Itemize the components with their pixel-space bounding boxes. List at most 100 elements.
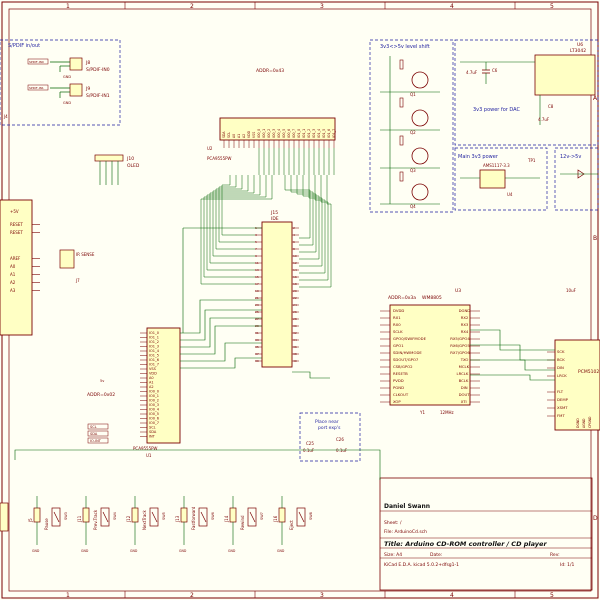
spdif-in0-label-box bbox=[27, 58, 49, 65]
frame-col-label: 1 bbox=[66, 3, 70, 10]
u5-pin-label: BCK bbox=[557, 357, 565, 362]
u3-pin-label: RESETB bbox=[393, 371, 408, 376]
ide-bus-wire bbox=[215, 175, 255, 250]
u3-pin-label: DVDD bbox=[393, 308, 404, 313]
ide-bus-wire bbox=[200, 175, 273, 285]
button-connector bbox=[33, 507, 41, 523]
button-connector-ref: J11 bbox=[77, 515, 82, 523]
button-label: Rewind bbox=[240, 515, 245, 530]
ide-bus-wire bbox=[221, 175, 255, 236]
y1-value: 12MHz bbox=[440, 410, 454, 415]
u2-pin-label: IO1_2 bbox=[307, 129, 311, 138]
u3-pin-label: LRCLK bbox=[457, 371, 469, 376]
gnd-label: GND bbox=[63, 75, 71, 79]
ide-bus-wire bbox=[299, 175, 320, 260]
u1-pin-label: IO0_6 bbox=[149, 417, 159, 421]
u2-pin-label: IO0_3 bbox=[272, 129, 276, 138]
u1-pin-label: A2 bbox=[149, 385, 154, 389]
switch-symbol bbox=[149, 507, 159, 527]
frame-col-label: 3 bbox=[320, 3, 324, 10]
u1-pin-label: A1 bbox=[149, 381, 154, 385]
j10-value: OLED bbox=[127, 163, 140, 169]
q1-ref: Q1 bbox=[410, 92, 416, 97]
j7-ref: J7 bbox=[75, 278, 80, 283]
u2-pin-label: IO0_4 bbox=[277, 129, 281, 138]
button-connector-ref: J16 bbox=[273, 515, 278, 523]
title-id: Id: 1/1 bbox=[560, 562, 575, 568]
switch-contact bbox=[151, 511, 158, 523]
u3-pin-label: XTI bbox=[461, 399, 467, 404]
button-connector-ref: J13 bbox=[175, 515, 180, 523]
button-connector-ref: J5 bbox=[28, 518, 33, 523]
gnd-label: GND bbox=[81, 549, 89, 553]
u2-chip bbox=[219, 117, 336, 141]
u3-pin-label: RX6/GPO5 bbox=[450, 343, 470, 348]
arduino-module bbox=[0, 199, 33, 336]
j7-connector bbox=[59, 249, 75, 269]
io-net-label: SDA bbox=[90, 432, 98, 436]
button-label: Prev.Track bbox=[93, 509, 98, 530]
switch-ref: SW8 bbox=[309, 512, 313, 520]
frame-col-label: 1 bbox=[66, 592, 70, 599]
ide-bus-wire bbox=[284, 175, 311, 239]
switch-contact bbox=[200, 511, 207, 523]
gnd-label: GND bbox=[277, 549, 285, 553]
u5-pcm5102-chip bbox=[554, 339, 600, 431]
ide-pin-labels: 1357911131517192123252729313335373924681… bbox=[255, 226, 299, 363]
gnd-label: GND bbox=[228, 549, 236, 553]
switch-symbol bbox=[296, 507, 306, 527]
io-net-box bbox=[87, 437, 109, 444]
u5-pin-label: CPGND bbox=[588, 416, 592, 428]
u3-pin-label: RX7/GPO6 bbox=[450, 350, 470, 355]
button-connector-ref: J14 bbox=[224, 515, 229, 523]
u5-pin-label: FLT bbox=[557, 389, 564, 394]
title-date: Date: bbox=[430, 552, 442, 558]
u3-pin-label: BCLK bbox=[459, 378, 469, 383]
c6-ref: C6 bbox=[492, 68, 498, 73]
c25-ref: C25 bbox=[306, 441, 314, 446]
ide-bus-wire bbox=[206, 175, 261, 271]
reg12v-label: 12v->5v bbox=[560, 154, 581, 160]
u3-pin-label: GPO1 bbox=[393, 343, 404, 348]
u2-pin-label: IO0_0 bbox=[257, 129, 261, 138]
frame-col-label: 4 bbox=[450, 592, 454, 599]
u2-pin-label: A1 bbox=[237, 134, 241, 138]
u1-pin-label: IO0_5 bbox=[149, 412, 159, 416]
arduino-pin-label: RESET bbox=[10, 230, 23, 235]
q4-ref: Q4 bbox=[410, 204, 416, 209]
u1-pin-label: IO0_2 bbox=[149, 399, 159, 403]
u3-ref: U3 bbox=[455, 288, 461, 294]
ide-bus-wires bbox=[200, 175, 332, 288]
u1-pin-label: SCL bbox=[149, 426, 156, 430]
u3-pin-label: RX2 bbox=[461, 315, 469, 320]
u5-value: PCM5102 bbox=[578, 369, 599, 375]
u1-pin-label: A0 bbox=[149, 376, 154, 380]
button-connector-partial bbox=[0, 502, 9, 532]
u1-pin-label: IO0_4 bbox=[149, 408, 160, 412]
gnd-label: GND bbox=[130, 549, 138, 553]
frame-col-label: 5 bbox=[550, 592, 554, 599]
cap-note-line2: port exp's bbox=[318, 425, 341, 431]
arduino-pin-label: +5V bbox=[10, 209, 19, 214]
arduino-pin-label: AREF bbox=[10, 256, 21, 261]
u2-pin-label: IO0_1 bbox=[262, 129, 266, 138]
switch-ref: SW4 bbox=[113, 511, 117, 520]
u3-wm8805-chip bbox=[389, 304, 471, 406]
c6-value: 4.7uF bbox=[466, 70, 478, 75]
u1-pin-label: IO1_3 bbox=[149, 345, 159, 349]
ide-bus-wire bbox=[299, 175, 323, 267]
frame-col-label: 5 bbox=[550, 3, 554, 10]
frame-row-label: D bbox=[593, 515, 598, 522]
u3-pin-label: CLKOUT bbox=[393, 392, 409, 397]
u1-pin-label: SDA bbox=[149, 430, 157, 434]
u4-ref: U4 bbox=[507, 192, 513, 197]
j15-ref: J15 bbox=[270, 210, 278, 216]
u3-pin-label: PGND bbox=[393, 385, 404, 390]
title-sheet: Sheet: / bbox=[384, 520, 402, 526]
u3-pin-label: PVDD bbox=[393, 378, 404, 383]
